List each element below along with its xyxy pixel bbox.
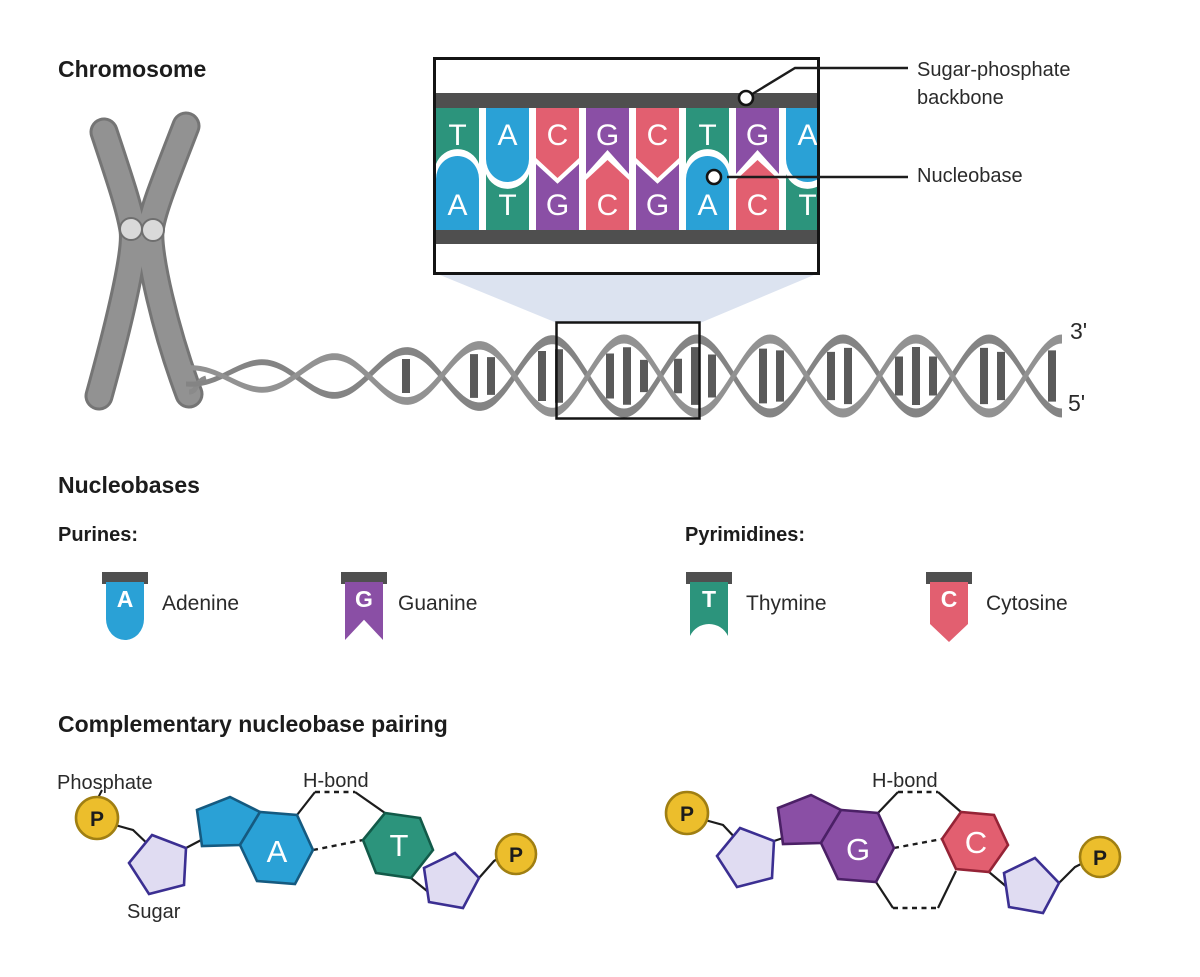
thymine-name: Thymine <box>746 592 827 615</box>
adenine-ring-letter: A <box>267 834 288 869</box>
adenine-name: Adenine <box>162 592 240 615</box>
nucleobase-tile <box>486 108 529 182</box>
pairing-diagrams: Phosphate Sugar H-bond P A T <box>57 770 1122 923</box>
phosphate-symbol: P <box>1093 847 1107 870</box>
h-bond <box>312 838 364 852</box>
thymine-ring-letter: T <box>390 828 409 863</box>
adenine-hexagon-ring <box>238 810 315 886</box>
cytosine-hexagon-ring <box>940 810 1010 874</box>
backbone-bar-top <box>436 93 817 108</box>
nucleobase-letter: C <box>546 119 569 152</box>
purines-label: Purines: <box>58 524 139 546</box>
adenine-letter: A <box>116 586 134 612</box>
pair-diagram-AT: Phosphate Sugar H-bond P A T <box>57 770 538 923</box>
dna-helix <box>186 334 1062 418</box>
h-bond <box>877 791 899 814</box>
nucleobase-letter: A <box>797 119 818 152</box>
nucleobase-callout-label: Nucleobase <box>917 165 1023 187</box>
backbone-bar-bottom <box>436 230 817 244</box>
sugar-pentagon <box>127 833 188 896</box>
adenine-pentagon-ring <box>195 795 262 848</box>
cytosine-letter: C <box>940 586 958 612</box>
phosphate-label: Phosphate <box>57 772 153 794</box>
nucleobase-letter: A <box>697 189 718 222</box>
h-bond <box>875 881 894 909</box>
guanine-pentagon-ring <box>776 793 843 846</box>
hbond-label: H-bond <box>303 770 369 792</box>
adenine-flag <box>106 582 144 640</box>
flag-cap <box>341 572 387 584</box>
helix-highlight-rect <box>555 321 701 420</box>
sugar-pentagon <box>715 826 776 889</box>
thymine-hexagon-ring <box>361 811 435 880</box>
nucleobase-letter: G <box>745 119 770 152</box>
centromere-left <box>119 217 143 241</box>
nucleobase-letter: C <box>746 189 769 222</box>
backbone-callout-label: Sugar-phosphate backbone <box>917 59 1071 109</box>
guanine-ring-letter: G <box>846 832 870 867</box>
phosphate-symbol: P <box>680 803 694 826</box>
nucleobase-tile <box>436 156 479 230</box>
sequence-zoom-box: T A C G C T G A A T G C G A C T <box>433 57 820 275</box>
three-prime-label: 3' <box>1070 318 1088 344</box>
nucleobase-letter: T <box>798 189 817 222</box>
zoom-funnel <box>440 275 814 323</box>
sugar-pentagon <box>1002 856 1061 915</box>
top-illustration <box>84 111 1062 420</box>
cytosine-name: Cytosine <box>986 592 1068 615</box>
pair-diagram-GC: H-bond P G C P <box>664 770 1122 915</box>
sugar-label: Sugar <box>127 901 181 923</box>
pairing-heading: Complementary nucleobase pairing <box>58 711 448 737</box>
nucleobase-letter: G <box>645 189 670 222</box>
cytosine-ring-letter: C <box>965 825 987 860</box>
nucleobase-letter: A <box>497 119 518 152</box>
guanine-letter: G <box>355 586 373 612</box>
flag-cap <box>102 572 148 584</box>
guanine-hexagon-ring <box>819 808 896 884</box>
centromere-right <box>141 218 165 242</box>
nucleobase-tile <box>686 156 729 230</box>
nucleobases-heading: Nucleobases <box>58 472 200 498</box>
nucleobase-letter: C <box>646 119 669 152</box>
h-bond <box>893 837 943 850</box>
sugar-pentagon <box>422 851 481 910</box>
nucleobase-letter: T <box>498 189 517 222</box>
hbond-label: H-bond <box>872 770 938 792</box>
nucleobase-tile <box>786 108 817 182</box>
thymine-letter: T <box>701 586 717 612</box>
phosphate-circle <box>1078 835 1122 879</box>
nucleobase-letter: C <box>596 189 619 222</box>
phosphate-symbol: P <box>90 808 104 831</box>
phosphate-circle <box>494 832 538 876</box>
nucleobase-letter: T <box>698 119 717 152</box>
chromosome-title: Chromosome <box>58 56 207 82</box>
phosphate-circle <box>664 790 710 836</box>
pyrimidines-label: Pyrimidines: <box>685 524 806 546</box>
nucleobase-letter: T <box>448 119 467 152</box>
guanine-name: Guanine <box>398 592 478 615</box>
nucleobase-letter: G <box>595 119 620 152</box>
nucleobase-letter: A <box>447 189 468 222</box>
five-prime-label: 5' <box>1068 390 1086 416</box>
chromosome-figure <box>84 111 204 411</box>
phosphate-circle <box>74 795 120 841</box>
phosphate-symbol: P <box>509 844 523 867</box>
flag-cap <box>926 572 972 584</box>
flag-cap <box>686 572 732 584</box>
nucleobase-letter: G <box>545 189 570 222</box>
h-bond <box>296 791 316 816</box>
